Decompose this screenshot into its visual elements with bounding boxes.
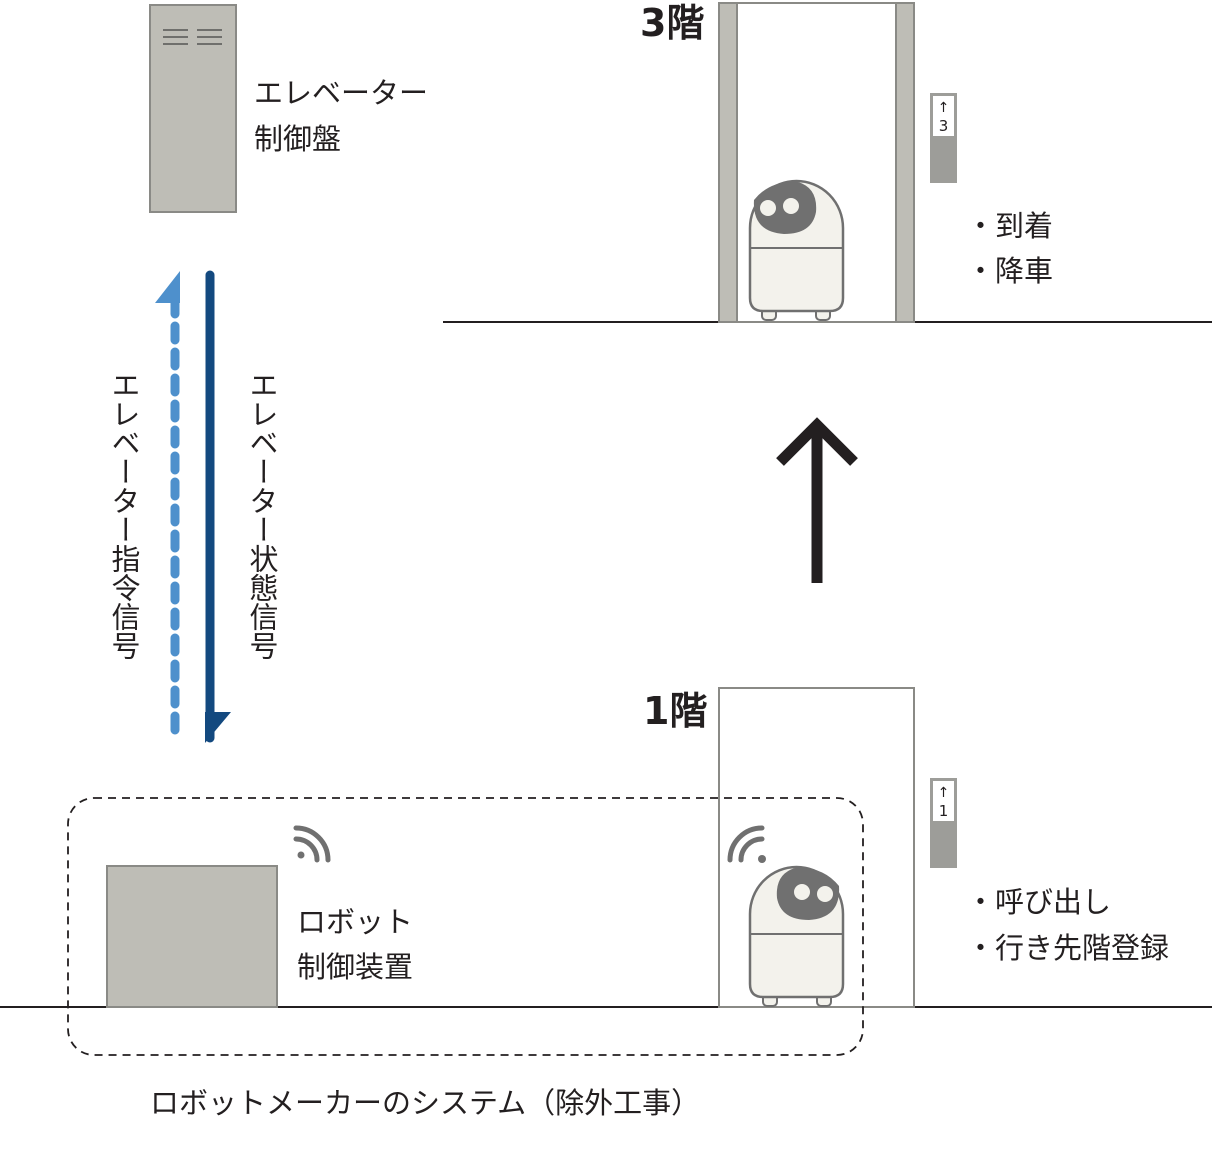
status-signal-label: エレベーター状態信号 [245, 370, 279, 660]
floor3-action-2: ・降車 [966, 254, 1053, 288]
floor3-action-1: ・到着 [966, 209, 1053, 243]
up-arrow-icon: ↑ [938, 100, 950, 116]
control-panel-label-1: エレベーター [254, 76, 428, 110]
wifi-icon [293, 825, 331, 863]
floor1-label: 1階 [643, 689, 707, 733]
floor1-action-2: ・行き先階登録 [966, 931, 1169, 965]
svg-text:1: 1 [939, 802, 949, 820]
command-signal-label: エレベーター指令信号 [107, 370, 141, 660]
robot-controller-label-2: 制御装置 [297, 950, 413, 984]
wifi-icon [727, 825, 766, 863]
system-caption: ロボットメーカーのシステム（除外工事） [150, 1086, 700, 1120]
robot-icon [748, 179, 845, 321]
robot-controller-label-1: ロボット [297, 905, 413, 939]
status-signal-arrow [205, 270, 231, 743]
robot-controller-box [106, 865, 278, 1008]
vent-icon [163, 29, 222, 45]
elevator-control-panel [149, 4, 237, 213]
floor1-indicator: ↑ 1 [930, 778, 957, 868]
robot-maker-system-boundary [67, 797, 864, 1056]
command-signal-arrow [155, 271, 180, 745]
up-arrow-icon: ↑ [938, 785, 950, 801]
floor3-label: 3階 [640, 1, 704, 45]
robot-icon [748, 865, 845, 1007]
floor1-action-1: ・呼び出し [966, 885, 1111, 919]
floor3-indicator: ↑ 3 [930, 93, 957, 183]
svg-text:3: 3 [939, 117, 949, 135]
control-panel-label-2: 制御盤 [254, 122, 341, 156]
move-up-arrow [776, 417, 858, 583]
